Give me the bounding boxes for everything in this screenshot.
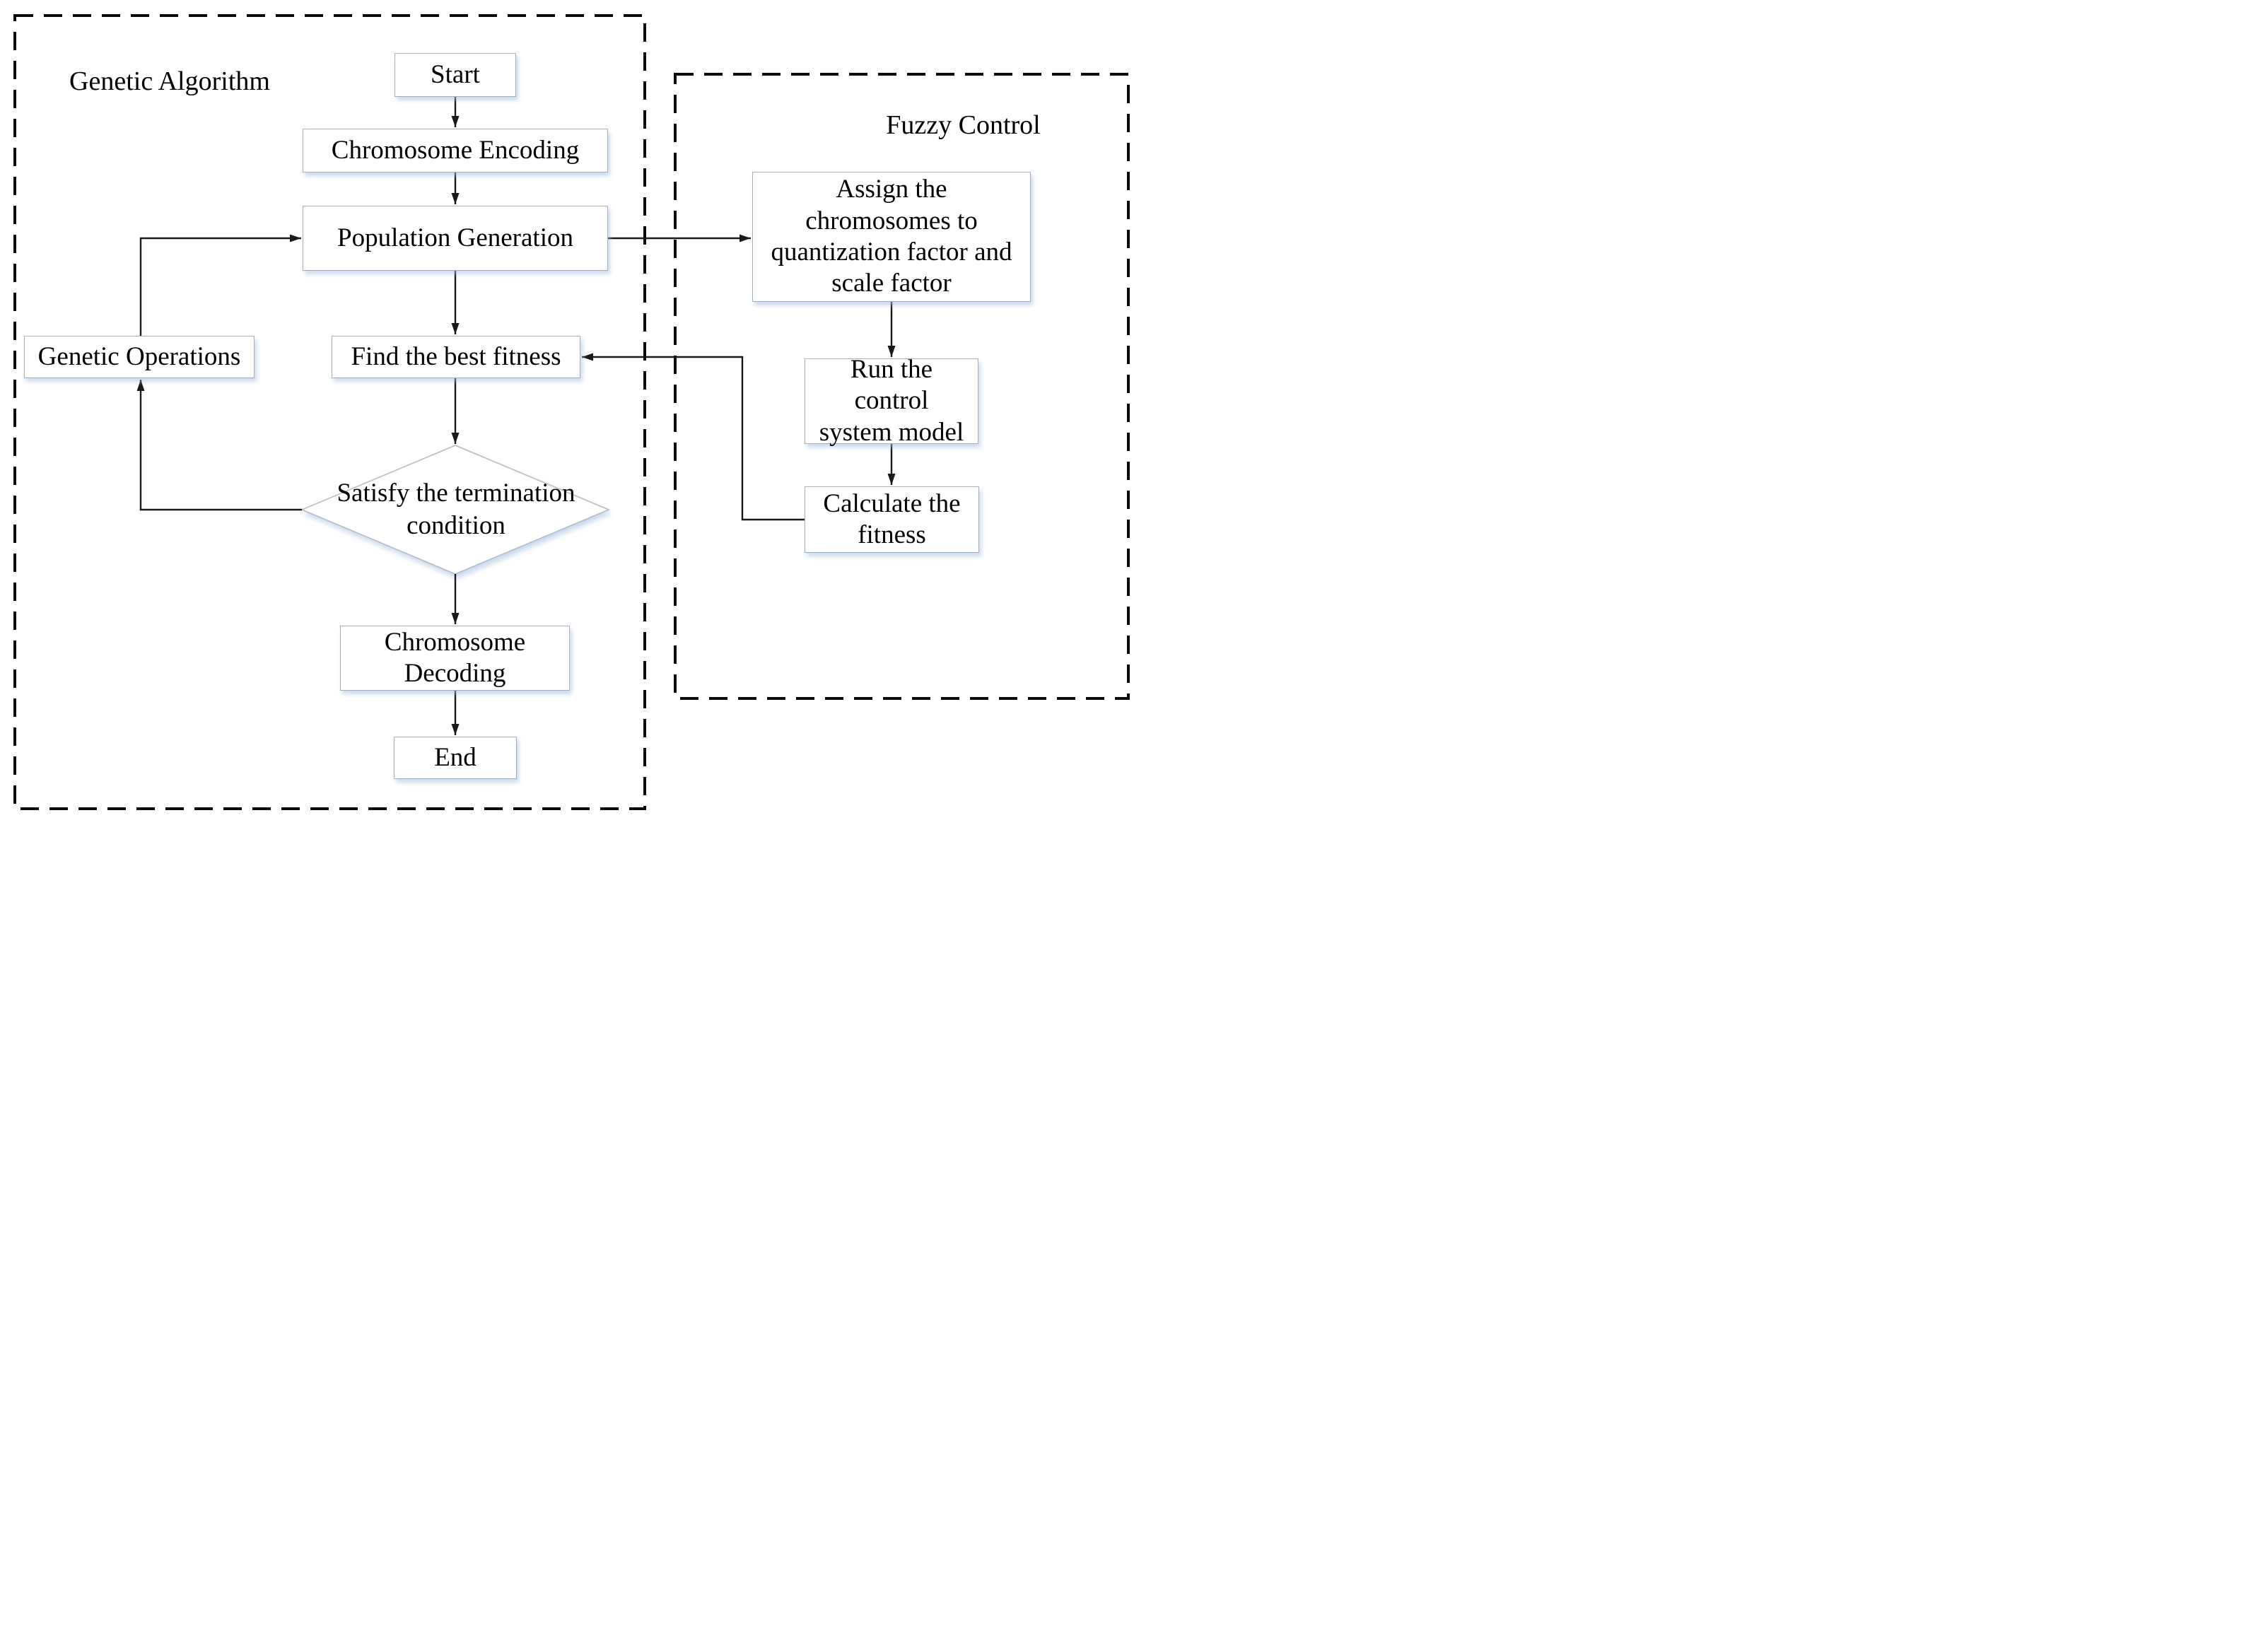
flowchart-canvas: Genetic Algorithm Fuzzy Control Start Ch… xyxy=(0,0,1134,816)
edge-calculate-to-fitness xyxy=(582,353,805,521)
end-node: End xyxy=(394,737,517,779)
genetic-operations-node: Genetic Operations xyxy=(24,336,255,378)
population-generation-node: Population Generation xyxy=(303,206,608,271)
connector-layer xyxy=(13,14,1130,810)
genetic-algorithm-boundary xyxy=(13,14,646,810)
edge-termination-to-operations xyxy=(136,380,302,511)
assign-chromosomes-node: Assign the chromosomes to quantization f… xyxy=(752,172,1031,302)
fuzzy-control-boundary xyxy=(674,73,1130,700)
termination-condition-label: Satisfy the termination condition xyxy=(337,478,575,540)
run-control-model-node: Run the control system model xyxy=(805,355,978,447)
fuzzy-control-label: Fuzzy Control xyxy=(886,110,1041,140)
genetic-algorithm-label: Genetic Algorithm xyxy=(69,66,270,96)
calculate-fitness-node: Calculate the fitness xyxy=(805,486,979,553)
chromosome-encoding-node: Chromosome Encoding xyxy=(303,129,608,172)
find-best-fitness-node: Find the best fitness xyxy=(332,336,580,378)
chromosome-decoding-node: Chromosome Decoding xyxy=(340,626,570,691)
edge-operations-to-population xyxy=(139,234,301,336)
start-node: Start xyxy=(394,53,516,97)
